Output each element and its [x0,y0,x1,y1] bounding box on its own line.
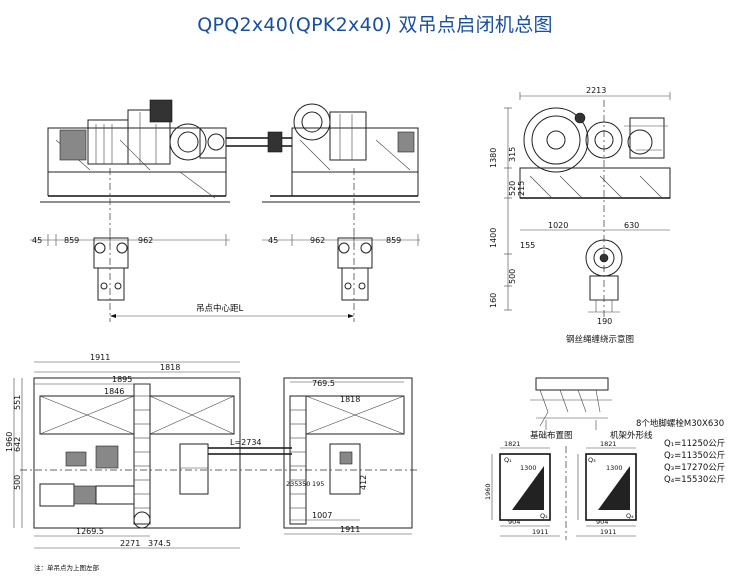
plan-note: 注：单吊点为上图左部 [34,563,100,572]
fdn-dim-904-right: 904 [596,518,608,526]
drawing-title: QPQ2x40(QPK2x40) 双吊点启闭机总图 [197,14,553,36]
plan-dim-642: 642 [13,437,22,452]
dim-side-500: 500 [508,269,517,284]
plan-dim-1269: 1269.5 [76,527,104,536]
foundation-layout: 基础布置图 机架外形线 8个地脚螺栓M30X630 1821 1300 Q₁ Q… [484,377,725,540]
plan-dim-1911-right: 1911 [340,525,360,534]
plan-dim-1007: 1007 [312,511,332,520]
dim-side-315: 315 [508,147,517,162]
fdn-dim-1300-right: 1300 [606,464,623,472]
plan-dim-1818-right: 1818 [340,395,360,404]
drum-dim: 412 [359,475,368,490]
plan-dim-374: 374.5 [148,539,171,548]
dim-side-630: 630 [624,221,639,230]
dim-front-right-45: 45 [268,236,278,245]
rope-reeving-caption: 钢丝绳缠绕示意图 [566,334,634,345]
q-mark-1: Q₁ [504,456,512,464]
shaft-length-label: L=2734 [230,438,262,447]
plan-dim-1895: 1895 [112,375,132,384]
load-q1: Q₁=11250公斤 [664,438,725,449]
dim-front-right-859: 859 [386,236,401,245]
hoist-center-distance-label: 吊点中心距L [196,303,244,314]
dim-side-160: 160 [489,293,498,308]
fdn-dim-1821-right: 1821 [600,440,617,448]
plan-dim-500: 500 [13,475,22,490]
fdn-dim-1821-left: 1821 [504,440,521,448]
plan-dim-350: 350 [298,480,310,488]
front-elevation: 45 859 962 45 962 859 吊点中心距L [30,99,420,322]
fdn-dim-1960: 1960 [484,483,492,500]
dim-side-1380: 1380 [489,148,498,168]
frame-outline-label: 机架外形线 [610,430,653,441]
fdn-dim-1911-left: 1911 [532,528,549,536]
load-q2: Q₂=11350公斤 [664,450,725,461]
load-q3: Q₃=17270公斤 [664,462,725,473]
dim-front-left-962: 962 [138,236,153,245]
plan-dim-235: 235 [286,480,298,488]
side-view: 2213 1380 315 520 215 1400 500 160 [489,86,671,345]
plan-dim-769: 769.5 [312,379,335,388]
plan-dim-2271: 2271 [120,539,140,548]
fdn-dim-904-left: 904 [508,518,520,526]
dim-front-right-962: 962 [310,236,325,245]
dim-side-width: 2213 [586,86,606,95]
anchor-bolt-label: 8个地脚螺栓M30X630 [636,418,724,429]
plan-dim-1846: 1846 [104,387,124,396]
plan-dim-1911: 1911 [90,353,110,362]
dim-side-520: 520 [508,181,517,196]
plan-dim-551: 551 [13,395,22,410]
q-mark-4: Q₄ [626,512,634,520]
dim-front-left-45: 45 [32,236,42,245]
dim-front-left-859: 859 [64,236,79,245]
plan-dim-1818: 1818 [160,363,180,372]
plan-dim-1960: 1960 [5,432,14,452]
load-q4: Q₄=15530公斤 [664,474,725,485]
dim-side-155: 155 [520,241,535,250]
dim-side-215: 215 [517,181,526,196]
plan-dim-195: 195 [312,480,324,488]
fdn-dim-1911-right: 1911 [600,528,617,536]
fdn-dim-1300-left: 1300 [520,464,537,472]
dim-side-1020: 1020 [548,221,568,230]
q-mark-2: Q₂ [540,512,548,520]
q-mark-3: Q₃ [588,456,596,464]
dim-side-190: 190 [597,317,612,326]
foundation-title: 基础布置图 [530,430,573,441]
plan-view: L=2734 412 1911 1818 1895 1846 769.5 181… [5,353,420,572]
dim-side-1400: 1400 [489,228,498,248]
